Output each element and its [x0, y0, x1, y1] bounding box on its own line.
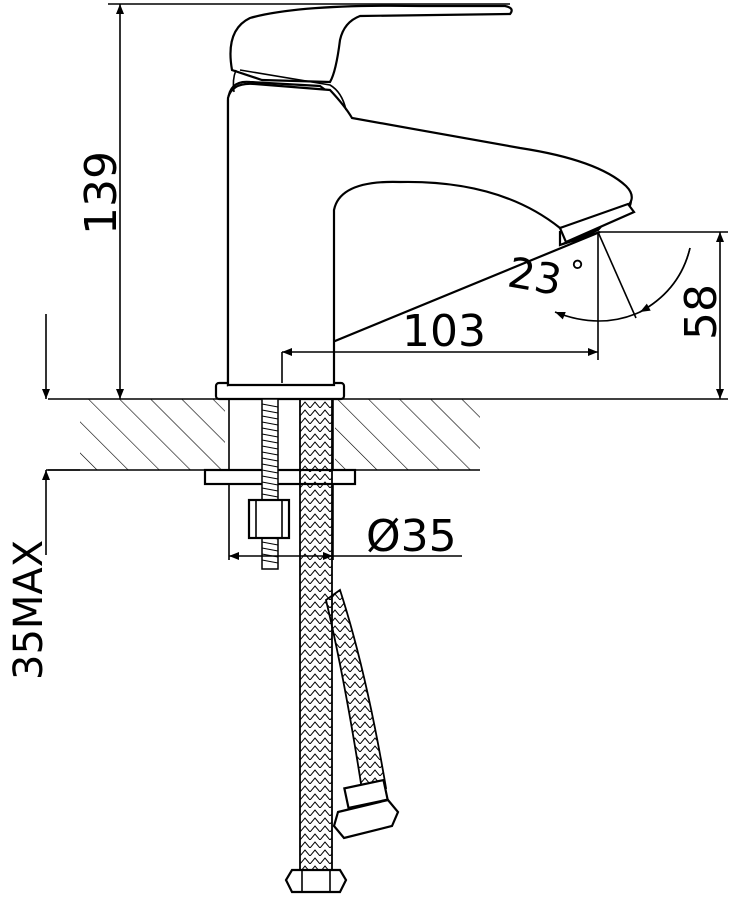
dimension-139: 139	[76, 151, 127, 235]
faucet-body	[226, 4, 636, 387]
dimension-lines	[42, 3, 728, 560]
dimension-angle: 23	[504, 248, 565, 306]
dimension-103: 103	[402, 306, 486, 357]
countertop	[48, 398, 728, 471]
supply-hoses	[284, 398, 400, 894]
dimension-35max: 35MAX	[6, 540, 52, 680]
dimension-diameter: Ø35	[366, 511, 457, 562]
angle-unit: °	[570, 255, 585, 290]
dimension-58: 58	[676, 284, 727, 340]
